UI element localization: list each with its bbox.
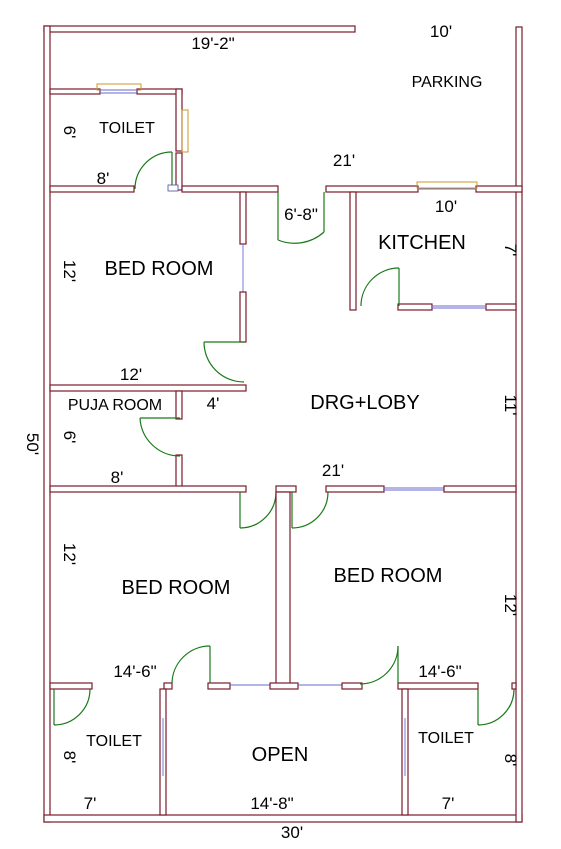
dim-toilet-right-w: 7' [442,794,455,813]
dim-bed-h: 12' [60,260,79,282]
outer-walls [43,25,523,823]
label-kitchen: KITCHEN [378,232,466,254]
dim-puja-gap: 4' [207,394,220,413]
dim-mid-21-top: 21' [333,151,355,170]
mid-bottom-walls [49,485,517,529]
dim-toilet-left-h: 8' [60,751,79,764]
mid-top-walls [181,181,523,244]
dim-bed-right-w: 14'-6" [418,662,461,681]
label-toilet-right: TOILET [418,730,474,747]
dim-open-w: 14'-8" [250,794,293,813]
toilet-top-window [96,83,142,94]
lower-walls [49,645,517,690]
bed-top-right-wall [203,191,247,383]
dim-puja-h: 6' [60,431,79,444]
toilet-partitions [53,688,515,816]
dim-bed-left-w: 14'-6" [113,662,156,681]
label-open: OPEN [252,744,309,766]
label-parking: PARKING [412,74,483,91]
dim-top-width: 19'-2" [191,34,234,53]
puja-walls [49,384,247,488]
label-drawing: DRG+LOBY [310,392,419,414]
label-toilet-top: TOILET [99,120,155,137]
dimension-labels: 19'-2" 10' 6' 8' 21' 6'-8" 10' 7' 12' 12… [23,22,520,842]
dim-toilet-right-h: 8' [501,754,520,767]
dim-toilet-h: 6' [60,126,79,139]
dim-toilet-left-w: 7' [84,794,97,813]
room-labels: PARKING TOILET BED ROOM KITCHEN PUJA ROO… [68,74,483,766]
dim-bed-right-h: 12' [501,594,520,616]
dim-mid-21-bottom: 21' [322,461,344,480]
dim-door-6-8: 6'-8" [284,205,318,224]
dim-parking-w: 10' [430,22,452,41]
dim-toilet-w: 8' [97,169,110,188]
label-bed-left: BED ROOM [122,577,231,599]
label-bed-right: BED ROOM [334,565,443,587]
dim-kitchen-h: 7' [501,244,520,257]
dim-drg-h: 11' [501,395,520,416]
toilet-top-door [134,151,179,192]
dim-puja-w: 8' [111,468,124,487]
top-toilet-walls [49,88,183,193]
dim-bed-w: 12' [120,365,142,384]
center-partition [275,491,291,689]
dim-total-depth: 50' [23,433,42,455]
label-bed-top: BED ROOM [105,258,214,280]
toilet-side-vent [181,109,189,153]
dim-kitchen-w: 10' [435,197,457,216]
label-puja: PUJA ROOM [68,397,162,414]
kitchen-walls [349,191,517,311]
label-toilet-left: TOILET [86,733,142,750]
dim-total-width: 30' [281,823,303,842]
dim-bed-left-h: 12' [60,543,79,565]
